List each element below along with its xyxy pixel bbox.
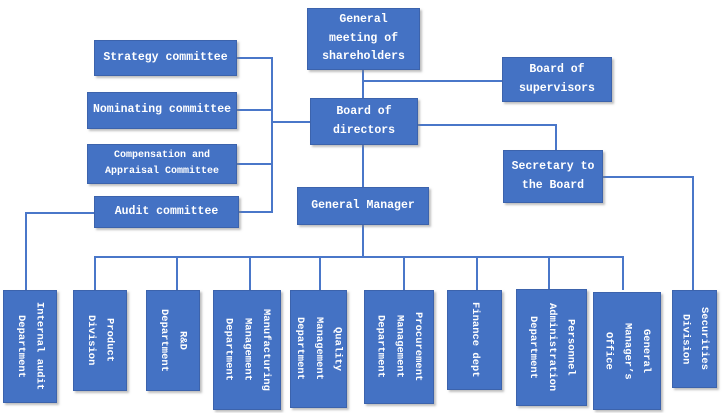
node-secretary-to-the-board: Secretary to the Board — [503, 150, 603, 203]
node-product-division: Product Division — [73, 290, 127, 391]
node-personnel-administration-department: Personnel Administration Department — [516, 289, 587, 406]
node-board-of-supervisors: Board of supervisors — [502, 57, 612, 102]
connector-committee-spine — [271, 57, 273, 213]
node-finance-dept: Finance dept — [447, 290, 502, 390]
connector-directors-secretary-h — [417, 124, 557, 126]
connector-drop-rnd — [176, 256, 178, 290]
node-general-meeting-of-shareholders: General meeting of shareholders — [307, 8, 420, 70]
connector-drop-finance — [476, 256, 478, 290]
node-board-of-directors: Board of directors — [310, 98, 418, 145]
connector-secretary-securities-h — [602, 176, 694, 178]
node-manufacturing-management-department: Manufacturing Management Department — [213, 290, 281, 410]
node-audit-committee: Audit committee — [94, 196, 239, 228]
connector-shareholders-directors — [362, 67, 364, 98]
node-rd-department: R&D Department — [146, 290, 200, 391]
connector-drop-procurement — [403, 256, 405, 290]
node-nominating-committee: Nominating committee — [87, 92, 237, 129]
connector-audit — [239, 211, 273, 213]
connector-audit-internal-audit-h — [25, 212, 94, 214]
node-securities-division: Securities Division — [672, 290, 717, 388]
connector-strategy — [237, 57, 273, 59]
connector-drop-product — [94, 256, 96, 290]
node-strategy-committee: Strategy committee — [94, 40, 237, 76]
connector-drop-quality — [319, 256, 321, 290]
node-procurement-management-department: Procurement Management Department — [364, 290, 434, 404]
connector-directors-secretary-v — [555, 124, 557, 151]
connector-drop-manufacturing — [249, 256, 251, 290]
connector-drop-gm-office — [622, 256, 624, 290]
connector-gm-bus — [362, 224, 364, 258]
node-general-managers-office: General Manager’s Office — [593, 292, 661, 410]
connector-compensation — [237, 163, 273, 165]
connector-bus — [94, 256, 624, 258]
connector-secretary-securities-v — [692, 176, 694, 290]
connector-directors-committees — [272, 121, 312, 123]
connector-nominating — [237, 109, 273, 111]
node-compensation-and-appraisal-committee: Compensation and Appraisal Committee — [87, 144, 237, 184]
connector-drop-personnel — [548, 256, 550, 290]
node-general-manager: General Manager — [297, 187, 429, 225]
node-quality-management-department: Quality Management Department — [290, 290, 347, 408]
connector-to-supervisors — [362, 80, 502, 82]
node-internal-audit-department: Internal audit Department — [3, 290, 57, 403]
connector-directors-gm — [362, 144, 364, 188]
connector-audit-internal-audit-v — [25, 212, 27, 290]
